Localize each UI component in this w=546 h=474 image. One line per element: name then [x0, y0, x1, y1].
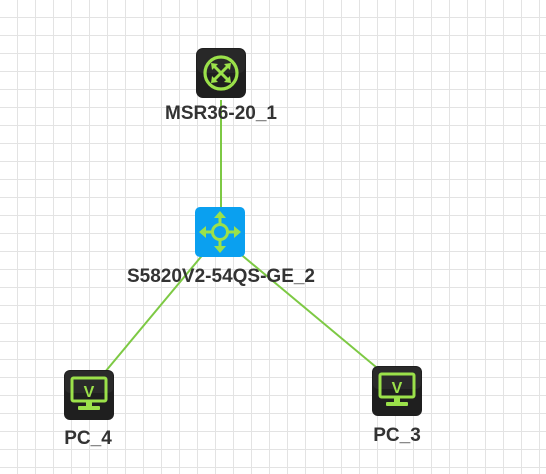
pc-monitor-icon: V	[64, 370, 114, 420]
pc-glyph: V	[84, 384, 95, 401]
device-router[interactable]	[196, 48, 246, 98]
link-switch-pc4[interactable]	[104, 251, 206, 373]
device-label-pc4: PC_4	[64, 428, 112, 449]
device-pc3[interactable]: V	[372, 366, 422, 416]
router-icon	[196, 48, 246, 98]
device-pc4[interactable]: V	[64, 370, 114, 420]
device-label-pc3: PC_3	[373, 425, 421, 446]
device-label-switch: S5820V2-54QS-GE_2	[126, 266, 316, 287]
layer3-switch-icon	[195, 207, 245, 257]
device-switch[interactable]	[195, 207, 245, 257]
pc-glyph: V	[392, 380, 403, 397]
link-switch-pc3[interactable]	[237, 251, 383, 373]
device-label-router: MSR36-20_1	[165, 103, 277, 124]
pc-monitor-icon: V	[372, 366, 422, 416]
